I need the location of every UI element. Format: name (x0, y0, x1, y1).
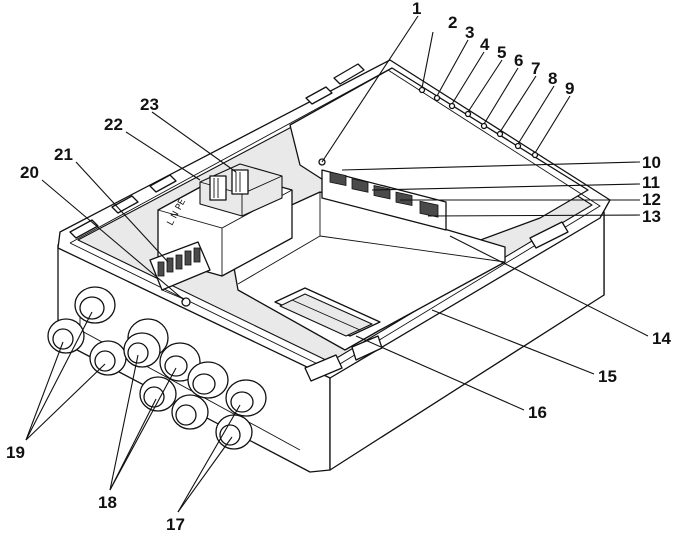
callout-13: 13 (642, 207, 661, 226)
callout-11: 11 (642, 173, 660, 192)
callout-18: 18 (98, 493, 117, 512)
callout-3: 3 (465, 23, 474, 42)
callout-6: 6 (514, 51, 523, 70)
leader-lines (25, 15, 649, 513)
callout-4: 4 (480, 35, 490, 54)
cable-gland-group-17 (215, 379, 267, 450)
callout-19: 19 (6, 443, 25, 462)
callout-8: 8 (548, 69, 557, 88)
transformer (199, 163, 283, 217)
cable-gland-group-18 (123, 318, 229, 430)
network-ports (318, 86, 539, 231)
callout-7: 7 (531, 59, 540, 78)
callout-17: 17 (166, 515, 185, 534)
callout-21: 21 (54, 145, 73, 164)
callout-5: 5 (497, 43, 506, 62)
callout-9: 9 (565, 79, 574, 98)
callout-14: 14 (652, 329, 671, 348)
callout-20: 20 (20, 163, 39, 182)
callout-labels: 1 2 3 4 5 6 7 8 9 10 11 12 13 14 15 16 1… (6, 0, 671, 534)
callout-16: 16 (528, 403, 547, 422)
cable-gland-group-19 (47, 286, 127, 376)
cable-glands (47, 286, 267, 450)
callout-2: 2 (448, 13, 457, 32)
callout-23: 23 (140, 95, 159, 114)
callout-10: 10 (642, 153, 661, 172)
callout-15: 15 (598, 367, 617, 386)
callout-1: 1 (412, 0, 421, 18)
din-rail (274, 287, 381, 337)
callout-22: 22 (104, 115, 123, 134)
callout-12: 12 (642, 190, 661, 209)
